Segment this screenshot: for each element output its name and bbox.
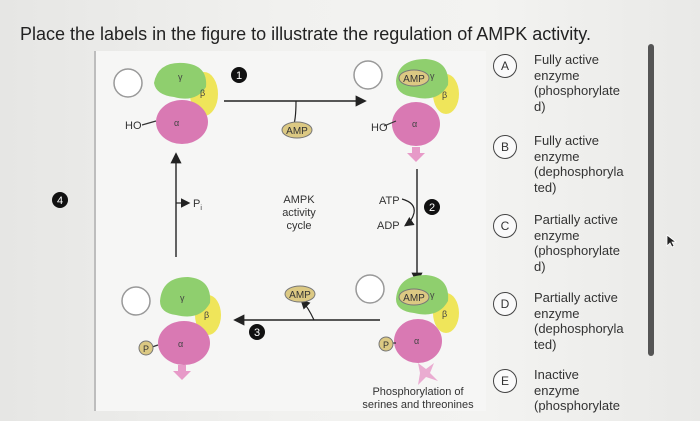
alpha-subunit — [156, 100, 208, 144]
amp-released — [284, 285, 316, 303]
enzyme-bottom-left: γ β α P — [121, 277, 221, 380]
step-4-badge: 4 — [52, 192, 68, 208]
drop-zone-bottom-left[interactable] — [121, 286, 151, 316]
amp-release-arrow — [300, 299, 315, 321]
enzyme-top-right: AMP γ β α HO — [353, 59, 459, 162]
amp-bound — [398, 69, 430, 87]
gamma-subunit — [160, 277, 211, 317]
alpha-subunit — [158, 321, 210, 365]
step-2-badge — [424, 199, 440, 215]
svg-text:P: P — [143, 344, 149, 354]
svg-text:γ: γ — [430, 290, 435, 300]
gamma-label: γ — [178, 72, 183, 82]
instruction-text: Place the labels in the figure to illust… — [20, 24, 591, 44]
pi-label: Pi — [193, 198, 202, 212]
beta-label: β — [200, 88, 205, 98]
svg-text:γ: γ — [430, 71, 435, 81]
alpha-subunit — [392, 102, 440, 146]
svg-text:α: α — [178, 339, 183, 349]
activity-star — [418, 363, 438, 385]
amp-molecule — [281, 121, 313, 139]
svg-text:α: α — [412, 119, 417, 129]
cycle-label-2: activity — [282, 207, 316, 219]
svg-text:γ: γ — [180, 293, 185, 303]
option-letter: B — [493, 135, 517, 159]
cycle-label-3: cycle — [286, 220, 311, 232]
ampk-diagram: γ β α HO 1 AMP AMP γ β — [113, 59, 474, 411]
arrow-down-pink — [407, 147, 425, 162]
phospho-label-2: serines and threonines — [362, 399, 474, 411]
svg-text:β: β — [442, 309, 447, 319]
svg-text:2: 2 — [429, 202, 435, 214]
drop-zone-bottom-right[interactable] — [355, 274, 385, 304]
scrollbar[interactable] — [648, 44, 654, 356]
amp-bound — [398, 288, 430, 306]
svg-text:4: 4 — [57, 195, 63, 207]
svg-text:α: α — [414, 336, 419, 346]
gamma-subunit — [154, 62, 207, 99]
atp-label: ATP — [379, 195, 400, 207]
svg-text:AMP: AMP — [286, 126, 308, 137]
ho-label: HO — [125, 120, 142, 132]
drop-zone-top-left[interactable] — [113, 68, 143, 98]
phosphate-bound — [378, 336, 394, 352]
svg-text:β: β — [442, 90, 447, 100]
phosphate-bound — [138, 340, 154, 356]
svg-text:AMP: AMP — [289, 290, 311, 301]
svg-text:P: P — [383, 340, 389, 350]
enzyme-bottom-right: AMP γ β α P — [355, 274, 459, 385]
alpha-subunit — [394, 319, 442, 363]
cycle-label-1: AMPK — [283, 194, 315, 206]
svg-text:AMP: AMP — [403, 74, 425, 85]
atp-adp-arrow — [401, 198, 415, 227]
step-3-badge — [249, 324, 265, 340]
svg-text:3: 3 — [254, 327, 260, 339]
option-letter: D — [493, 292, 517, 316]
ampk-figure: γ β α HO 1 AMP AMP γ β — [94, 51, 486, 411]
alpha-label: α — [174, 118, 179, 128]
mouse-cursor-icon — [666, 234, 678, 248]
phospho-label-1: Phosphorylation of — [372, 386, 464, 398]
adp-label: ADP — [377, 220, 400, 232]
step-1-badge — [231, 67, 247, 83]
enzyme-top-left: γ β α HO — [113, 62, 218, 144]
svg-text:AMP: AMP — [403, 293, 425, 304]
svg-text:β: β — [204, 310, 209, 320]
option-letter: A — [493, 54, 517, 78]
option-letter: C — [493, 214, 517, 238]
svg-text:HO: HO — [371, 122, 388, 134]
arrow-down-pink — [173, 365, 191, 380]
drop-zone-top-right[interactable] — [353, 60, 383, 90]
option-letter: E — [493, 369, 517, 393]
svg-text:1: 1 — [236, 70, 242, 82]
